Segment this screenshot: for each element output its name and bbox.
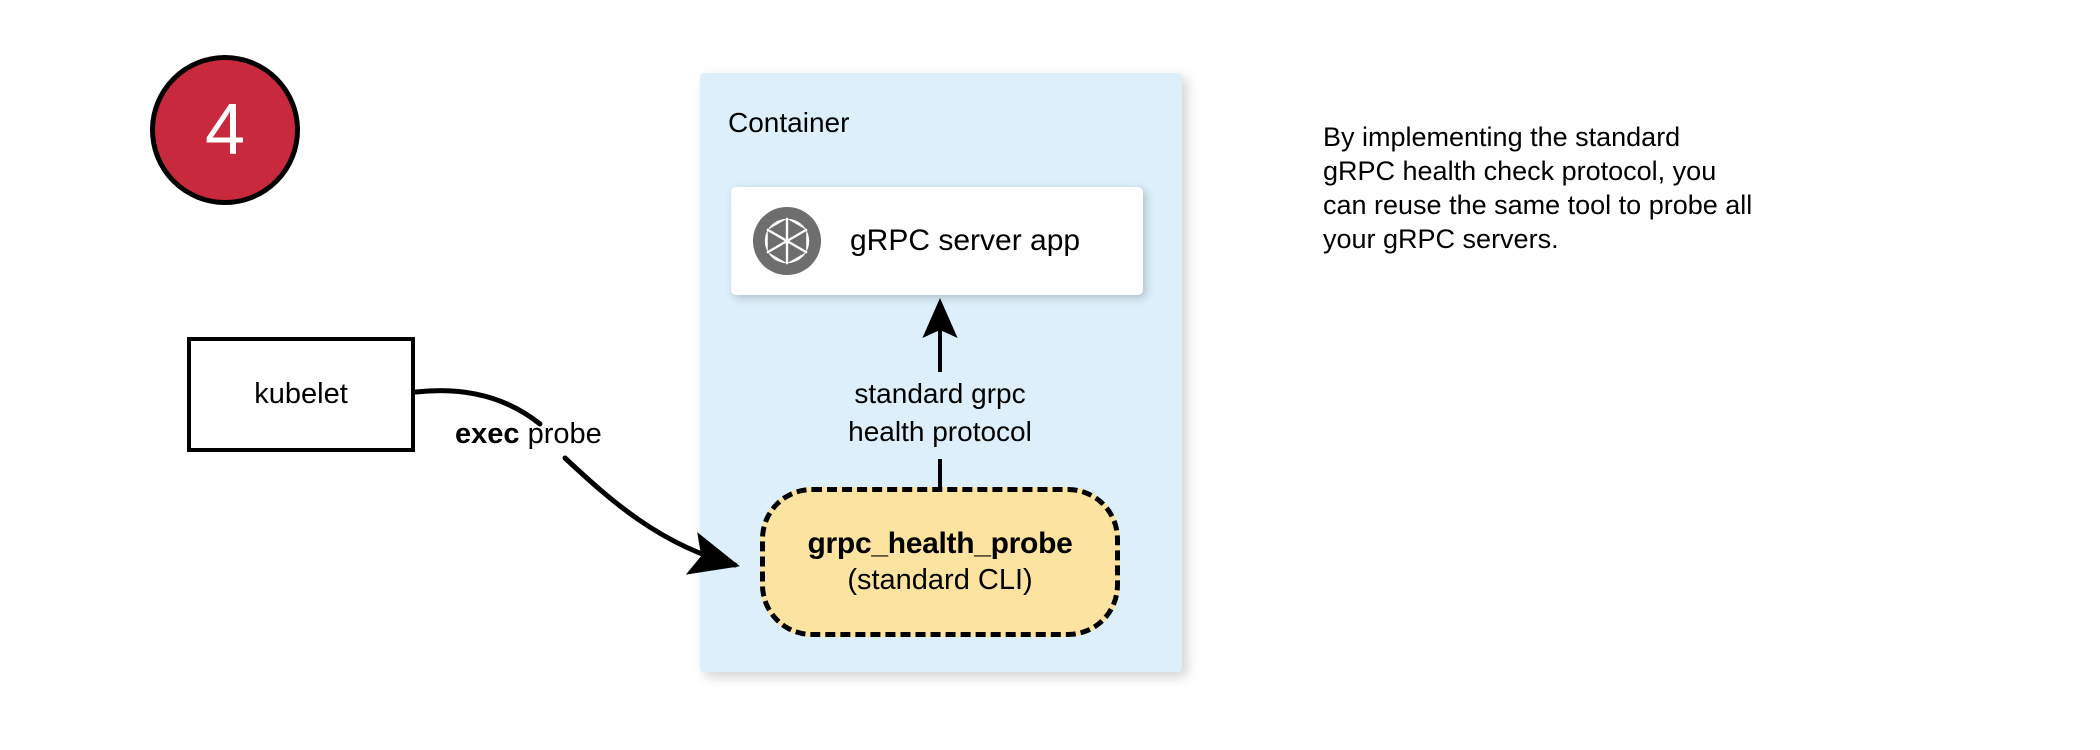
caption-text: By implementing the standard gRPC health… <box>1323 120 1903 256</box>
kubelet-node: kubelet <box>187 337 415 452</box>
exec-probe-edge-label: exec probe <box>455 418 602 451</box>
exec-probe-bold-word: exec <box>455 418 520 450</box>
step-number-text: 4 <box>204 90 246 170</box>
health-protocol-line-1: standard grpc <box>854 378 1026 409</box>
exec-probe-rest-word: probe <box>519 418 602 450</box>
caption-line-1: By implementing the standard <box>1323 122 1681 152</box>
health-protocol-edge-label: standard grpc health protocol <box>790 375 1090 451</box>
container-title: Container <box>728 107 850 138</box>
caption-line-4: your gRPC servers. <box>1323 224 1559 254</box>
health-protocol-line-2: health protocol <box>848 416 1032 447</box>
grpc-health-probe-subtitle: (standard CLI) <box>847 564 1033 596</box>
caption-line-2: gRPC health check protocol, you <box>1323 156 1717 186</box>
grpc-server-app-node: gRPC server app <box>731 187 1143 295</box>
step-number-badge: 4 <box>150 55 300 205</box>
grpc-health-probe-node: grpc_health_probe (standard CLI) <box>760 487 1120 637</box>
caption-line-3: can reuse the same tool to probe all <box>1323 190 1753 220</box>
kubelet-label: kubelet <box>254 378 348 410</box>
grpc-health-probe-title: grpc_health_probe <box>807 527 1073 560</box>
grpc-server-app-label: gRPC server app <box>850 224 1081 257</box>
grpc-aperture-icon <box>750 204 824 278</box>
